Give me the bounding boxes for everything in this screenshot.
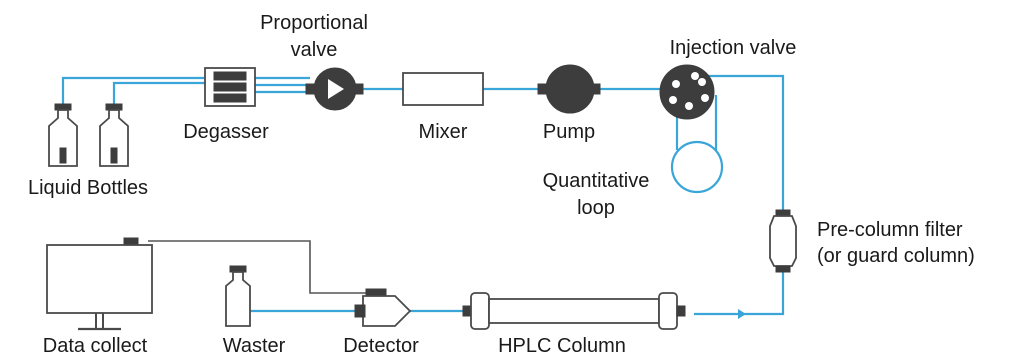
- proportional-valve: [305, 67, 364, 111]
- detector: [354, 288, 412, 327]
- hplc-column: [462, 292, 686, 330]
- label-hplc-column: HPLC Column: [498, 335, 626, 357]
- liquid-bottle-2: [99, 103, 129, 167]
- bottle2-filter: [110, 147, 118, 164]
- label-waster: Waster: [223, 335, 286, 357]
- filter-body: [769, 215, 797, 267]
- flow-lines: [61, 74, 785, 320]
- column-end-left: [470, 292, 490, 330]
- valve-arrow-icon: [328, 79, 344, 99]
- label-pump: Pump: [543, 121, 595, 143]
- liquid-bottles: [48, 103, 129, 167]
- label-proportional-valve-line2: valve: [291, 39, 338, 61]
- liquid-bottle-1: [48, 103, 78, 167]
- labels: Proportional valve Injection valve Degas…: [28, 12, 975, 357]
- filter-bottom-cap: [775, 265, 791, 273]
- label-data-collect: Data collect: [43, 335, 148, 357]
- pump-outlet: [591, 83, 601, 95]
- label-degasser: Degasser: [183, 121, 269, 143]
- waste-body: [225, 271, 251, 327]
- flow-line-injection-filter: [695, 74, 785, 210]
- monitor-screen: [46, 244, 153, 314]
- data-collect-monitor: [46, 237, 153, 331]
- valve-outlet: [354, 83, 364, 95]
- injection-port-4: [685, 102, 693, 110]
- column-inlet: [462, 305, 472, 317]
- label-quantitative-loop-line2: loop: [577, 197, 615, 219]
- injection-port-2: [672, 80, 680, 88]
- label-detector: Detector: [343, 335, 419, 357]
- flow-line-bottle2: [112, 81, 205, 104]
- pump-inlet: [537, 83, 547, 95]
- injection-valve-body: [659, 64, 715, 120]
- column-end-right: [658, 292, 678, 330]
- degasser-chamber-3: [213, 93, 247, 103]
- injection-port-3: [669, 96, 677, 104]
- signal-line-detector-data: [148, 240, 370, 294]
- monitor-connector: [123, 237, 139, 246]
- column-outlet: [676, 305, 686, 317]
- flow-arrow: [738, 309, 746, 319]
- bottle2-body: [99, 109, 129, 167]
- label-liquid-bottles: Liquid Bottles: [28, 177, 148, 199]
- pump: [537, 64, 601, 114]
- label-proportional-valve-line1: Proportional: [260, 12, 368, 34]
- mixer: [402, 72, 484, 106]
- bottle1-body: [48, 109, 78, 167]
- detector-top-connector: [365, 288, 387, 297]
- degasser: [204, 67, 256, 107]
- pump-body: [545, 64, 595, 114]
- degasser-chamber-1: [213, 71, 247, 81]
- flow-line-bottle1: [61, 76, 205, 104]
- label-pre-column-filter-line2: (or guard column): [817, 245, 975, 267]
- degasser-chamber-2: [213, 82, 247, 92]
- detector-body: [362, 295, 412, 327]
- label-injection-valve: Injection valve: [670, 37, 797, 59]
- label-quantitative-loop-line1: Quantitative: [543, 170, 650, 192]
- waste-bottle: [225, 265, 251, 327]
- injection-port-1: [691, 72, 699, 80]
- label-pre-column-filter-line1: Pre-column filter: [817, 219, 963, 241]
- injection-port-6: [698, 78, 706, 86]
- column-tube: [488, 298, 660, 324]
- flow-line-filter-column: [694, 272, 785, 316]
- bottle1-filter: [59, 147, 67, 164]
- label-mixer: Mixer: [419, 121, 468, 143]
- detector-port: [354, 304, 366, 318]
- injection-port-5: [701, 94, 709, 102]
- quantitative-loop-coil: [670, 140, 724, 194]
- injection-valve: [659, 64, 715, 120]
- pre-column-filter: [769, 209, 797, 273]
- valve-inlet: [305, 83, 315, 95]
